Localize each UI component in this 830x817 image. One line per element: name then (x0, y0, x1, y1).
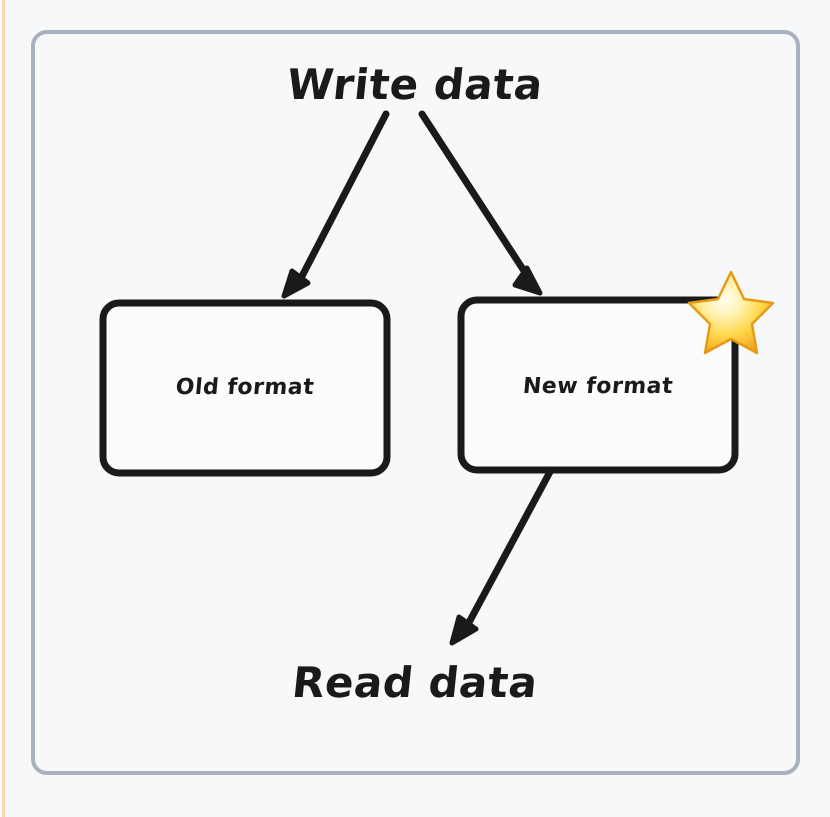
new-format-label: New format (521, 374, 675, 399)
read-data-label: Read data (289, 658, 541, 707)
left-edge-accent-strip (2, 0, 5, 817)
write-data-label: Write data (284, 60, 546, 109)
diagram-frame (31, 30, 800, 775)
old-format-label: Old format (174, 375, 316, 400)
